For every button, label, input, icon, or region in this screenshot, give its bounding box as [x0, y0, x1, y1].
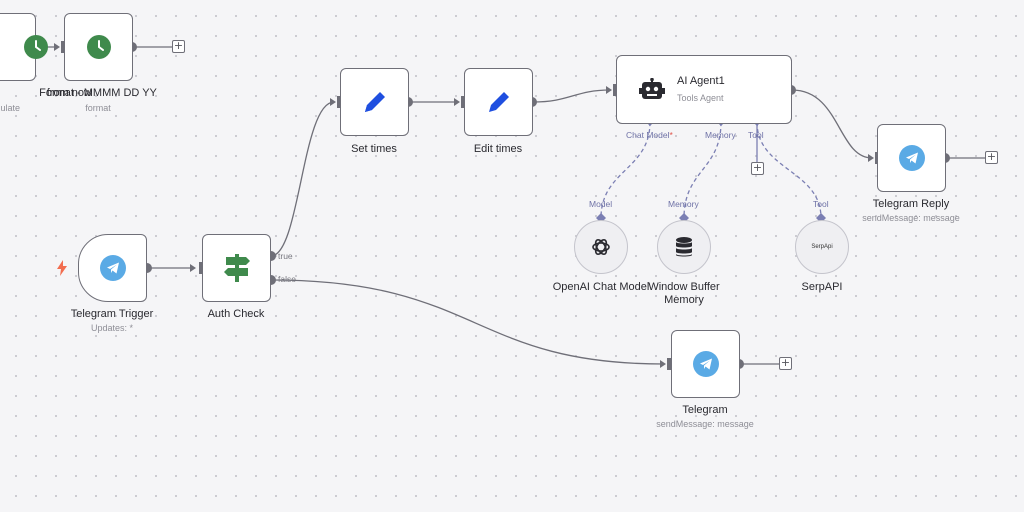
add-node-button[interactable]: + [172, 39, 185, 53]
port-label-tool: Tool [748, 130, 764, 140]
node-format-date[interactable] [64, 13, 133, 81]
node-telegram[interactable] [671, 330, 740, 398]
node-title: Telegram [682, 404, 728, 416]
arrow-head [54, 43, 60, 51]
port-label-memory: Memory [668, 199, 699, 209]
add-node-button[interactable]: + [779, 356, 792, 370]
robot-icon [639, 78, 665, 99]
database-icon [676, 237, 692, 257]
input-port [61, 41, 65, 53]
node-subtitle: format [85, 103, 111, 113]
input-port [667, 358, 671, 370]
edge-memory-dashed [683, 121, 722, 219]
serpapi-logo-icon: SerpApi [811, 244, 833, 250]
node-title: AI Agent1 [677, 75, 725, 87]
signpost-icon [223, 254, 250, 282]
node-serpapi[interactable]: SerpApi [795, 220, 849, 274]
node-telegram-reply[interactable] [877, 124, 946, 192]
edge-tool-dashed [756, 121, 822, 219]
pencil-icon [364, 92, 385, 112]
node-title: SerpAPI [801, 281, 843, 293]
node-auth-check[interactable] [202, 234, 271, 302]
node-title: Telegram Reply [872, 198, 950, 210]
clock-icon [86, 35, 111, 59]
node-title: Set times [351, 143, 397, 155]
telegram-icon [692, 351, 719, 377]
node-subtitle: ulate [0, 103, 20, 113]
node-title: Format - MMMM DD YY [39, 87, 157, 99]
edge-edittimes-to-agent [532, 89, 611, 103]
port-label-model: Model [589, 199, 613, 209]
clock-icon [24, 35, 48, 59]
arrow-head [868, 154, 874, 162]
arrow-head [190, 264, 196, 272]
node-calculate-from-now[interactable] [0, 13, 48, 81]
port-label-tool: Tool [813, 199, 829, 209]
edge-auth-false-to-telegram [270, 279, 665, 365]
node-title: Telegram Trigger [70, 308, 154, 320]
node-subtitle: sendMessage: message [862, 213, 960, 223]
node-window-buffer-memory[interactable] [657, 220, 711, 274]
node-subtitle: Updates: * [90, 323, 134, 333]
output-label-true: true [278, 251, 293, 261]
node-subtitle: Tools Agent [677, 93, 724, 103]
input-port [337, 96, 341, 108]
telegram-icon [898, 145, 925, 171]
telegram-icon [99, 255, 126, 281]
node-openai-chat-model[interactable] [574, 220, 628, 274]
node-title: from now [46, 87, 92, 99]
port-label-chat-model: Chat Model* [626, 130, 673, 140]
pencil-icon [488, 92, 509, 112]
input-port [613, 84, 617, 96]
arrow-head [454, 98, 460, 106]
arrow-head [606, 86, 612, 94]
node-title: Window Buffer [648, 281, 720, 293]
add-tool-button[interactable]: + [751, 161, 764, 175]
node-subtitle: sendMessage: message [656, 419, 754, 429]
edge-model-dashed [600, 121, 651, 219]
edge-agent-to-reply [791, 89, 873, 159]
node-ai-agent[interactable]: AI Agent1 Tools Agent [616, 55, 792, 124]
add-node-button[interactable]: + [985, 150, 998, 164]
arrow-head [660, 360, 666, 368]
input-port [199, 262, 203, 274]
arrow-head [330, 98, 336, 106]
port-label-memory: Memory [705, 130, 736, 140]
output-label-false: false [278, 274, 296, 284]
node-set-times[interactable] [340, 68, 409, 136]
node-title: Memory [664, 294, 704, 306]
node-title: Auth Check [207, 308, 265, 320]
node-title: OpenAI Chat Model [552, 281, 650, 293]
node-edit-times[interactable] [464, 68, 533, 136]
openai-icon [592, 238, 610, 256]
edge-auth-true-to-settimes [270, 101, 335, 257]
trigger-bolt-icon [57, 260, 67, 276]
input-port [461, 96, 465, 108]
node-title: Edit times [473, 143, 523, 155]
node-telegram-trigger[interactable] [78, 234, 147, 302]
